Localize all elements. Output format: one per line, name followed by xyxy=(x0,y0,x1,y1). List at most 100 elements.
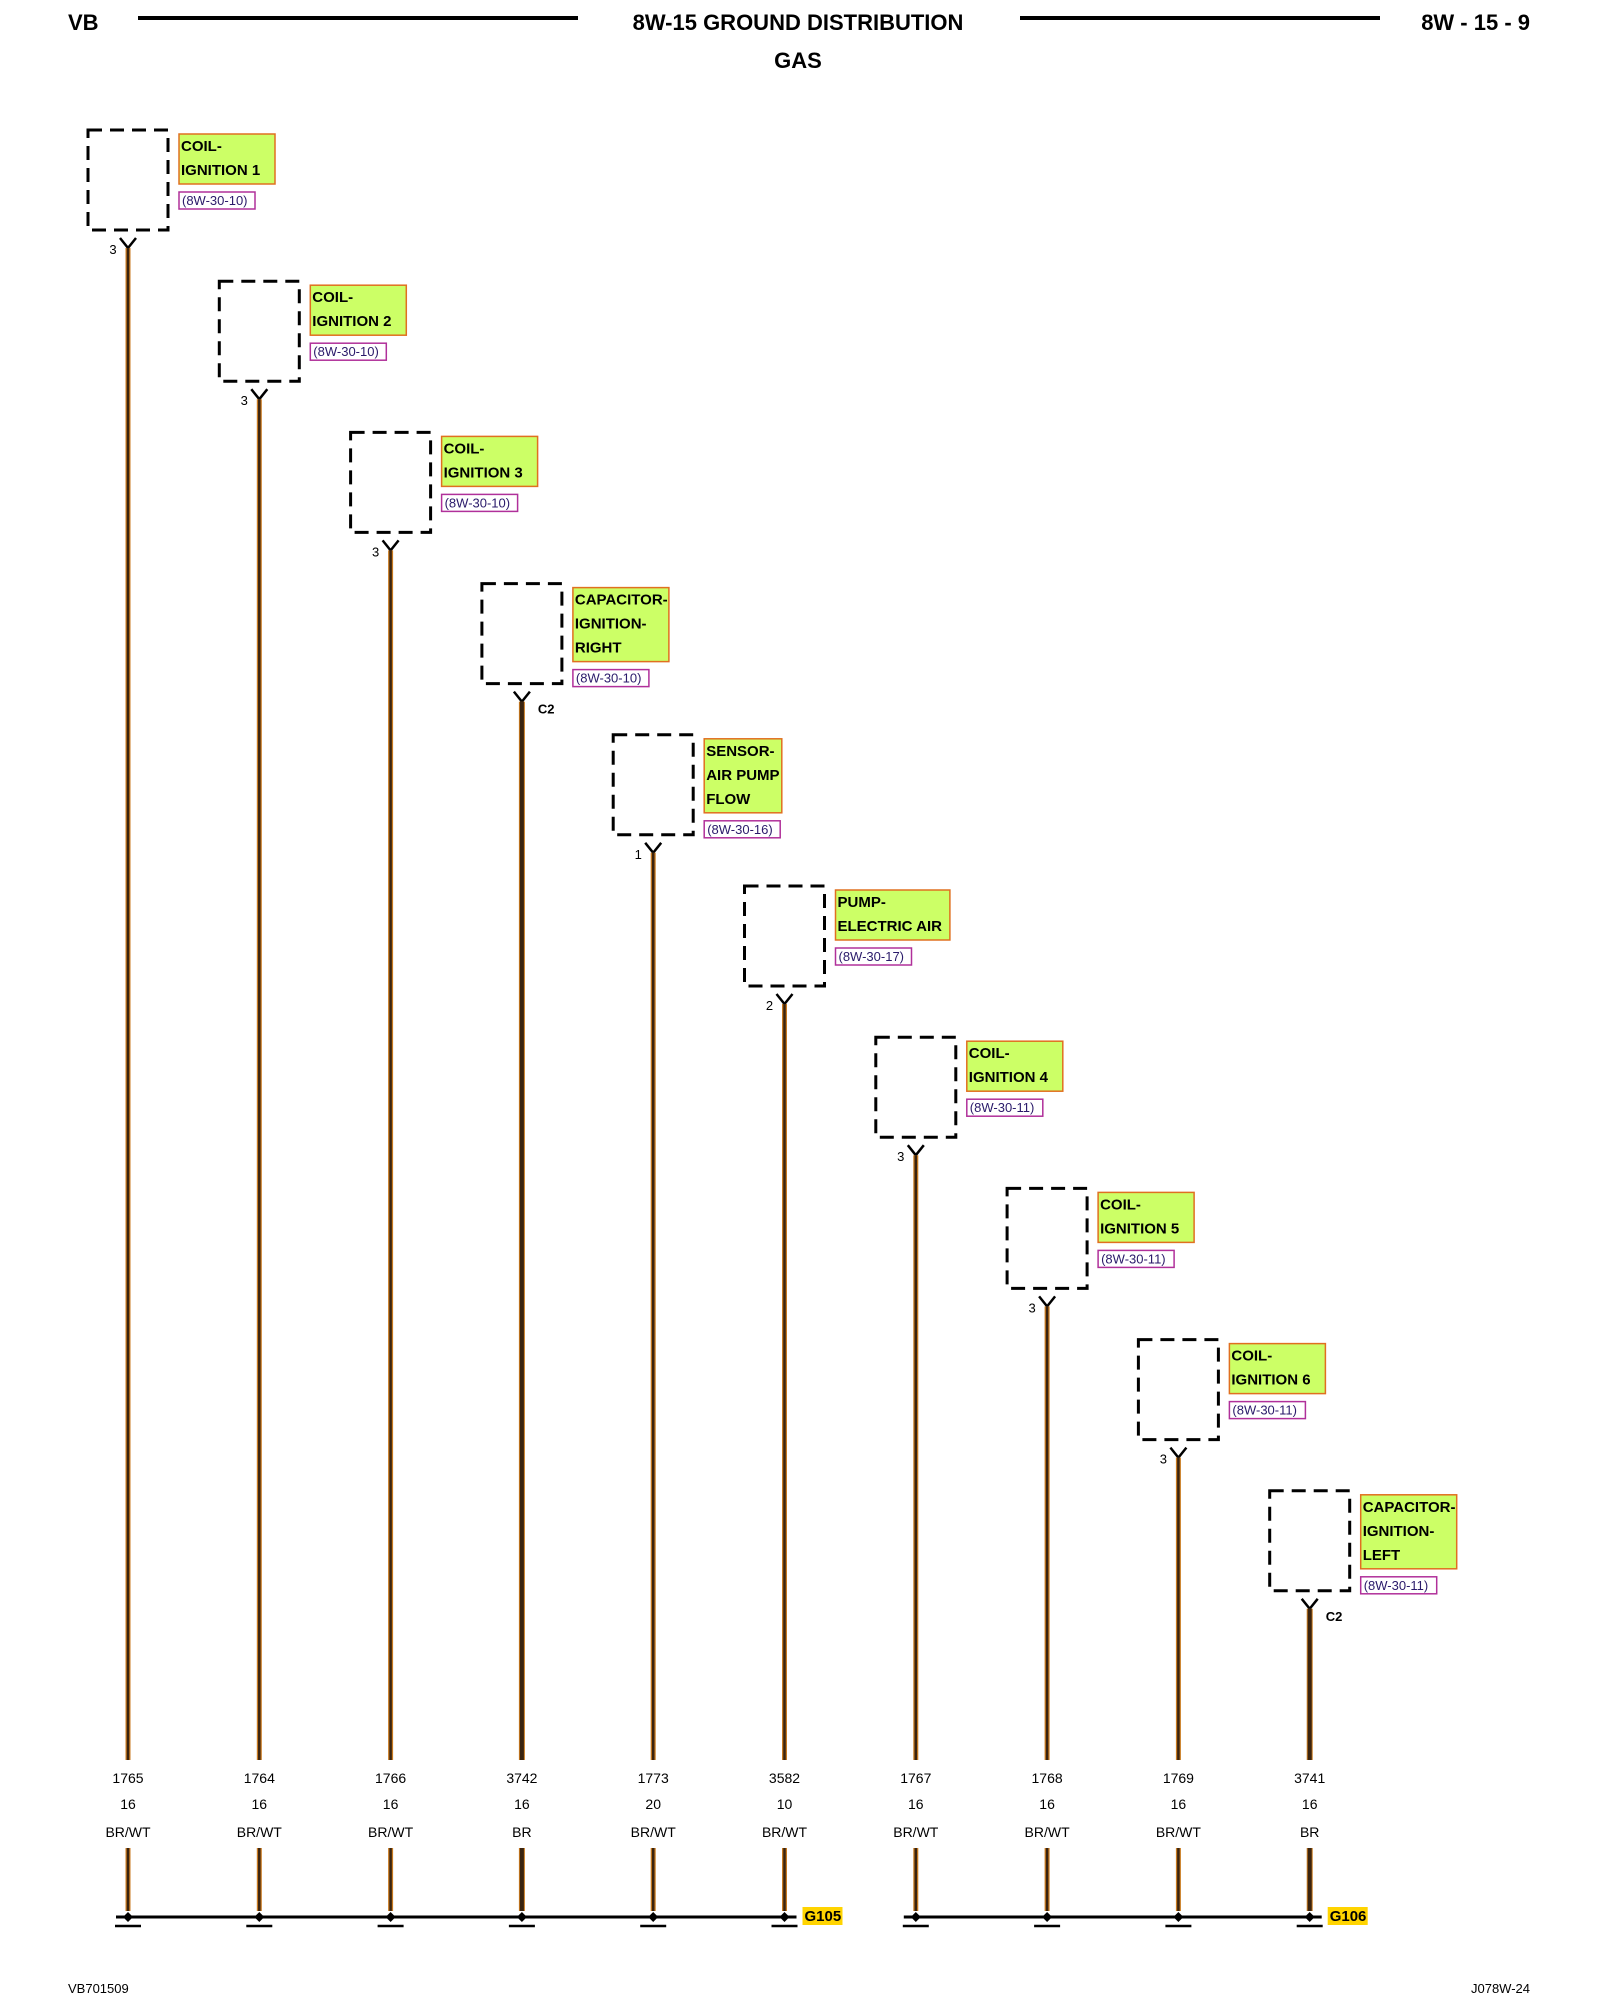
wire-color: BR/WT xyxy=(762,1824,808,1840)
pin-number: 3 xyxy=(372,544,379,559)
ground-label-highlight xyxy=(1327,1907,1368,1925)
component-reference[interactable]: (8W-30-11) xyxy=(1101,1251,1166,1266)
component-reference[interactable]: (8W-30-17) xyxy=(839,949,905,964)
ground-label[interactable]: G105 xyxy=(805,1908,842,1925)
splice-dot xyxy=(385,1912,396,1922)
reference-box[interactable] xyxy=(834,947,913,966)
component-name-line: COIL- xyxy=(1231,1348,1272,1365)
component-reference[interactable]: (8W-30-10) xyxy=(182,193,248,208)
wire-gauge: 16 xyxy=(1302,1796,1318,1812)
component-name-line: LEFT xyxy=(1363,1547,1401,1564)
ground-label[interactable]: G106 xyxy=(1330,1908,1367,1925)
component-box[interactable] xyxy=(874,1035,958,1139)
component-name-line: CAPACITOR- xyxy=(1363,1499,1456,1516)
splice-dot xyxy=(516,1912,527,1922)
component-name-line: COIL- xyxy=(444,440,485,457)
wire-color: BR xyxy=(512,1824,531,1840)
splice-dot xyxy=(123,1912,133,1922)
component-reference[interactable]: (8W-30-10) xyxy=(576,671,642,686)
grounds-layer: G105 G106 xyxy=(115,1907,1368,1928)
pin-number: 3 xyxy=(1160,1452,1167,1467)
wire-number: 1765 xyxy=(112,1770,143,1786)
component-box[interactable] xyxy=(217,279,301,383)
component-box[interactable] xyxy=(1136,1338,1220,1442)
component-label-highlight xyxy=(572,586,670,663)
component-reference[interactable]: (8W-30-11) xyxy=(1232,1403,1297,1418)
component-name-line: COIL- xyxy=(1100,1196,1141,1213)
component-name-line: IGNITION 1 xyxy=(181,162,260,179)
page-subtitle: GAS xyxy=(774,48,822,73)
component-box[interactable] xyxy=(1005,1186,1089,1290)
component-name-line: IGNITION 6 xyxy=(1231,1372,1310,1389)
pin-number: 1 xyxy=(635,847,642,862)
ground-label-highlight xyxy=(802,1907,843,1925)
wire-color: BR/WT xyxy=(1156,1824,1202,1840)
connector-symbol xyxy=(1300,1598,1319,1611)
reference-box[interactable] xyxy=(572,668,650,688)
pin-number: C2 xyxy=(538,702,555,717)
reference-box[interactable] xyxy=(440,493,519,513)
component-name-line: COIL- xyxy=(969,1045,1010,1062)
wire-color: BR/WT xyxy=(368,1824,414,1840)
component-reference[interactable]: (8W-30-10) xyxy=(445,495,511,510)
component-reference[interactable]: (8W-30-11) xyxy=(970,1100,1035,1115)
wire-number: 1764 xyxy=(244,1770,275,1786)
component-box[interactable] xyxy=(611,733,695,837)
component-label-highlight xyxy=(440,435,539,488)
component-name-line: IGNITION 4 xyxy=(969,1069,1049,1086)
reference-box[interactable] xyxy=(703,820,781,839)
connector-symbol xyxy=(775,993,794,1007)
component-label-highlight xyxy=(1228,1342,1327,1395)
component-box[interactable] xyxy=(1268,1489,1352,1593)
reference-box[interactable] xyxy=(966,1098,1044,1117)
component-name-line: FLOW xyxy=(706,791,751,808)
component-reference[interactable]: (8W-30-10) xyxy=(313,344,379,359)
component-name-line: IGNITION- xyxy=(1363,1523,1435,1540)
wire-gauge: 16 xyxy=(120,1796,136,1812)
component-name-line: AIR PUMP xyxy=(706,767,779,784)
component-name-line: PUMP- xyxy=(838,894,886,911)
pin-number: 3 xyxy=(1028,1300,1035,1315)
component-box[interactable] xyxy=(480,582,564,686)
wire-color: BR/WT xyxy=(893,1824,939,1840)
splice-dot xyxy=(1304,1912,1315,1922)
component-name-line: IGNITION- xyxy=(575,616,647,633)
component-10: CAPACITOR-IGNITION-LEFT(8W-30-11)C237411… xyxy=(1268,1489,1458,1911)
wire-color: BR/WT xyxy=(105,1824,151,1840)
wire-number: 1769 xyxy=(1163,1770,1194,1786)
connector-symbol xyxy=(644,842,663,855)
splice-dot xyxy=(1042,1912,1053,1922)
pin-number: 3 xyxy=(109,242,116,257)
page-header: VB 8W-15 GROUND DISTRIBUTION GAS 8W - 15… xyxy=(68,10,1530,73)
reference-box[interactable] xyxy=(1228,1400,1307,1420)
reference-box[interactable] xyxy=(309,342,388,361)
reference-box[interactable] xyxy=(1359,1576,1438,1595)
component-box[interactable] xyxy=(86,128,170,232)
reference-box[interactable] xyxy=(1097,1249,1175,1269)
component-box[interactable] xyxy=(349,430,433,534)
component-reference[interactable]: (8W-30-11) xyxy=(1364,1578,1429,1593)
reference-box[interactable] xyxy=(178,191,256,210)
wire-number: 3582 xyxy=(769,1770,800,1786)
connector-symbol xyxy=(119,237,137,251)
wire-number: 1767 xyxy=(900,1770,931,1786)
page-footer: VB701509 J078W-24 xyxy=(68,1981,1530,1996)
component-name-line: RIGHT xyxy=(575,640,622,657)
component-reference[interactable]: (8W-30-16) xyxy=(707,822,773,837)
component-label-highlight xyxy=(1097,1191,1195,1244)
component-label-highlight xyxy=(309,284,408,336)
component-label-highlight xyxy=(703,738,783,814)
wire-color: BR/WT xyxy=(237,1824,283,1840)
connector-symbol xyxy=(1169,1446,1188,1460)
wire-gauge: 16 xyxy=(514,1796,530,1812)
component-4: CAPACITOR-IGNITION-RIGHT(8W-30-10)C23742… xyxy=(480,582,670,1911)
component-name-line: CAPACITOR- xyxy=(575,592,668,609)
component-label-highlight xyxy=(178,133,276,185)
ground-g105: G105 xyxy=(115,1907,843,1928)
page-title: 8W-15 GROUND DISTRIBUTION xyxy=(633,10,964,35)
component-box[interactable] xyxy=(743,884,826,988)
